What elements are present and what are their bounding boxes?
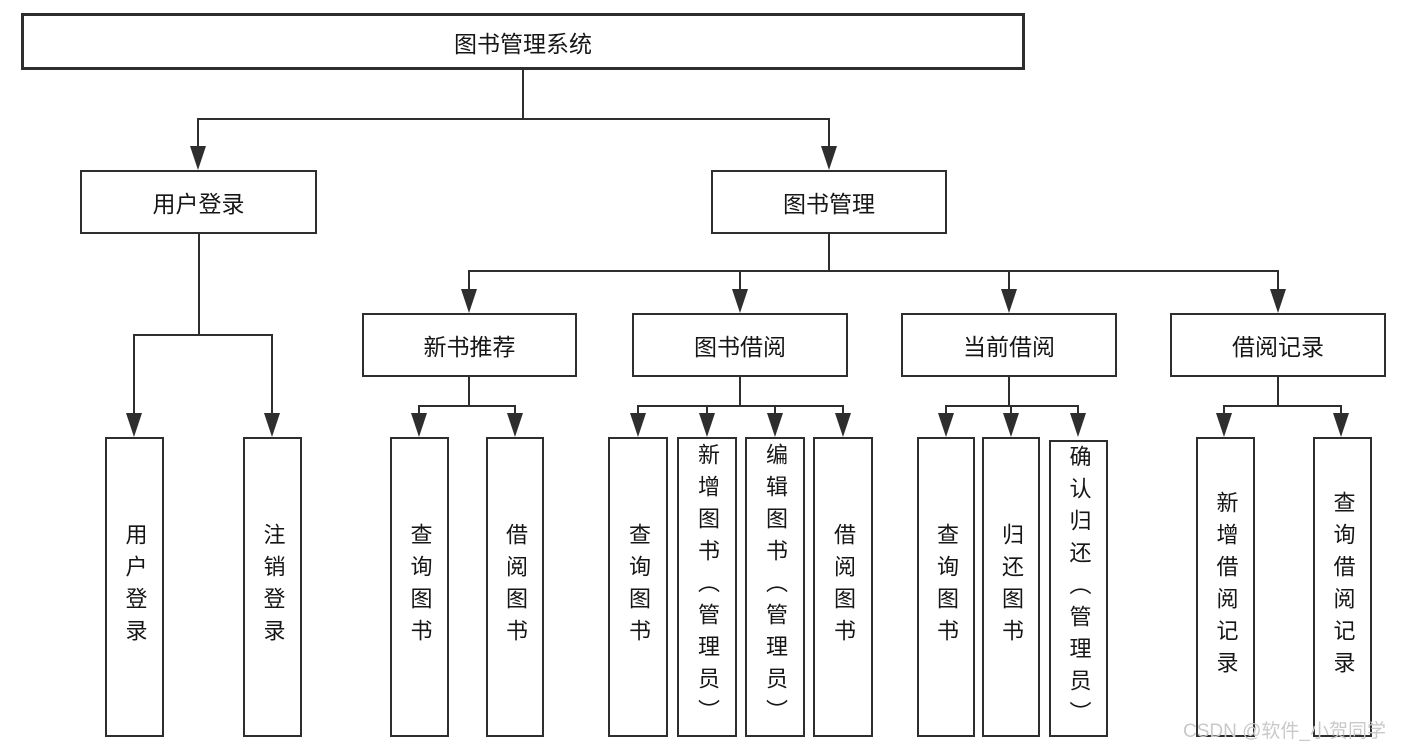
node-label: 新增图书（管理员） <box>695 443 720 731</box>
connector-user-login-stem <box>198 234 200 336</box>
connector-drop <box>706 405 708 415</box>
arrow-down-icon <box>630 413 646 437</box>
connector-book-borrow-stem <box>739 377 741 407</box>
connector-drop <box>271 334 273 414</box>
connector-drop <box>1077 405 1079 415</box>
connector-drop <box>739 270 741 291</box>
node-borrow-book: 借阅图书 <box>813 437 873 737</box>
arrow-down-icon <box>507 413 523 437</box>
arrow-down-icon <box>461 289 477 313</box>
node-add-book-admin: 新增图书（管理员） <box>677 437 737 737</box>
connector-drop <box>1340 405 1342 415</box>
connector-book-mgmt-stem <box>828 234 830 271</box>
node-label: 图书借阅 <box>694 334 786 360</box>
node-query-book-current: 查询图书 <box>917 437 975 737</box>
connector-root-stem <box>522 70 524 119</box>
connector-book-borrow-branch <box>637 405 844 407</box>
node-new-book-recommend: 新书推荐 <box>362 313 577 377</box>
connector-drop <box>468 270 470 291</box>
connector-drop <box>514 405 516 415</box>
connector-new-book-stem <box>468 377 470 407</box>
node-label: 新书推荐 <box>423 334 516 360</box>
arrow-down-icon <box>1070 413 1086 437</box>
arrow-down-icon <box>835 413 851 437</box>
arrow-down-icon <box>1216 413 1232 437</box>
arrow-down-icon <box>767 413 783 437</box>
node-label: 查询图书 <box>626 523 651 651</box>
node-label: 新增借阅记录 <box>1213 491 1239 683</box>
arrow-down-icon <box>732 289 748 313</box>
arrow-down-icon <box>190 146 206 170</box>
arrow-down-icon <box>411 413 427 437</box>
arrow-down-icon <box>821 146 837 170</box>
arrow-down-icon <box>126 413 142 437</box>
connector-drop <box>828 118 830 148</box>
connector-borrow-record-branch <box>1223 405 1342 407</box>
arrow-down-icon <box>1001 289 1017 313</box>
node-label: 归还图书 <box>999 523 1024 651</box>
node-label: 借阅记录 <box>1232 334 1324 360</box>
connector-drop <box>197 118 199 148</box>
connector-user-login-branch <box>133 334 273 336</box>
node-label: 用户登录 <box>152 191 245 217</box>
connector-drop <box>1223 405 1225 415</box>
connector-drop <box>1008 270 1010 291</box>
node-current-borrow: 当前借阅 <box>901 313 1117 377</box>
node-return-book: 归还图书 <box>982 437 1040 737</box>
connector-root-branch <box>197 118 830 120</box>
node-label: 当前借阅 <box>963 334 1055 360</box>
node-label: 编辑图书（管理员） <box>763 443 788 731</box>
node-logout: 注销登录 <box>243 437 302 737</box>
arrow-down-icon <box>1003 413 1019 437</box>
node-label: 借阅图书 <box>831 523 856 651</box>
node-label: 用户登录 <box>122 523 148 651</box>
node-confirm-return-admin: 确认归还（管理员） <box>1049 440 1108 737</box>
node-book-borrow: 图书借阅 <box>632 313 848 377</box>
arrow-down-icon <box>699 413 715 437</box>
node-query-borrow-record: 查询借阅记录 <box>1313 437 1372 737</box>
node-borrow-record: 借阅记录 <box>1170 313 1386 377</box>
connector-drop <box>133 334 135 414</box>
node-label: 借阅图书 <box>503 523 528 651</box>
csdn-watermark: CSDN @软件_小贺同学 <box>1183 721 1386 742</box>
connector-drop <box>945 405 947 415</box>
node-library-system: 图书管理系统 <box>21 13 1025 70</box>
connector-current-borrow-branch <box>945 405 1079 407</box>
node-label: 确认归还（管理员） <box>1066 444 1092 733</box>
connector-current-borrow-stem <box>1008 377 1010 407</box>
connector-new-book-branch <box>418 405 516 407</box>
arrow-down-icon <box>938 413 954 437</box>
connector-drop <box>774 405 776 415</box>
connector-book-mgmt-branch <box>468 270 1279 272</box>
arrow-down-icon <box>1333 413 1349 437</box>
node-label: 查询借阅记录 <box>1330 491 1356 683</box>
node-edit-book-admin: 编辑图书（管理员） <box>745 437 805 737</box>
node-query-book-borrow: 查询图书 <box>608 437 668 737</box>
node-add-borrow-record: 新增借阅记录 <box>1196 437 1255 737</box>
connector-drop <box>1010 405 1012 415</box>
node-borrow-book-recommend: 借阅图书 <box>486 437 544 737</box>
arrow-down-icon <box>264 413 280 437</box>
node-label: 查询图书 <box>934 523 959 651</box>
connector-drop <box>637 405 639 415</box>
node-label: 图书管理系统 <box>454 30 592 57</box>
connector-drop <box>1277 270 1279 291</box>
arrow-down-icon <box>1270 289 1286 313</box>
node-query-book-recommend: 查询图书 <box>390 437 449 737</box>
node-book-management: 图书管理 <box>711 170 947 234</box>
connector-drop <box>418 405 420 415</box>
node-label: 查询图书 <box>407 523 433 651</box>
node-user-login: 用户登录 <box>80 170 317 234</box>
node-label: 图书管理 <box>783 191 875 217</box>
connector-drop <box>842 405 844 415</box>
node-label: 注销登录 <box>260 523 286 651</box>
node-user-login-leaf: 用户登录 <box>105 437 164 737</box>
connector-borrow-record-stem <box>1277 377 1279 407</box>
